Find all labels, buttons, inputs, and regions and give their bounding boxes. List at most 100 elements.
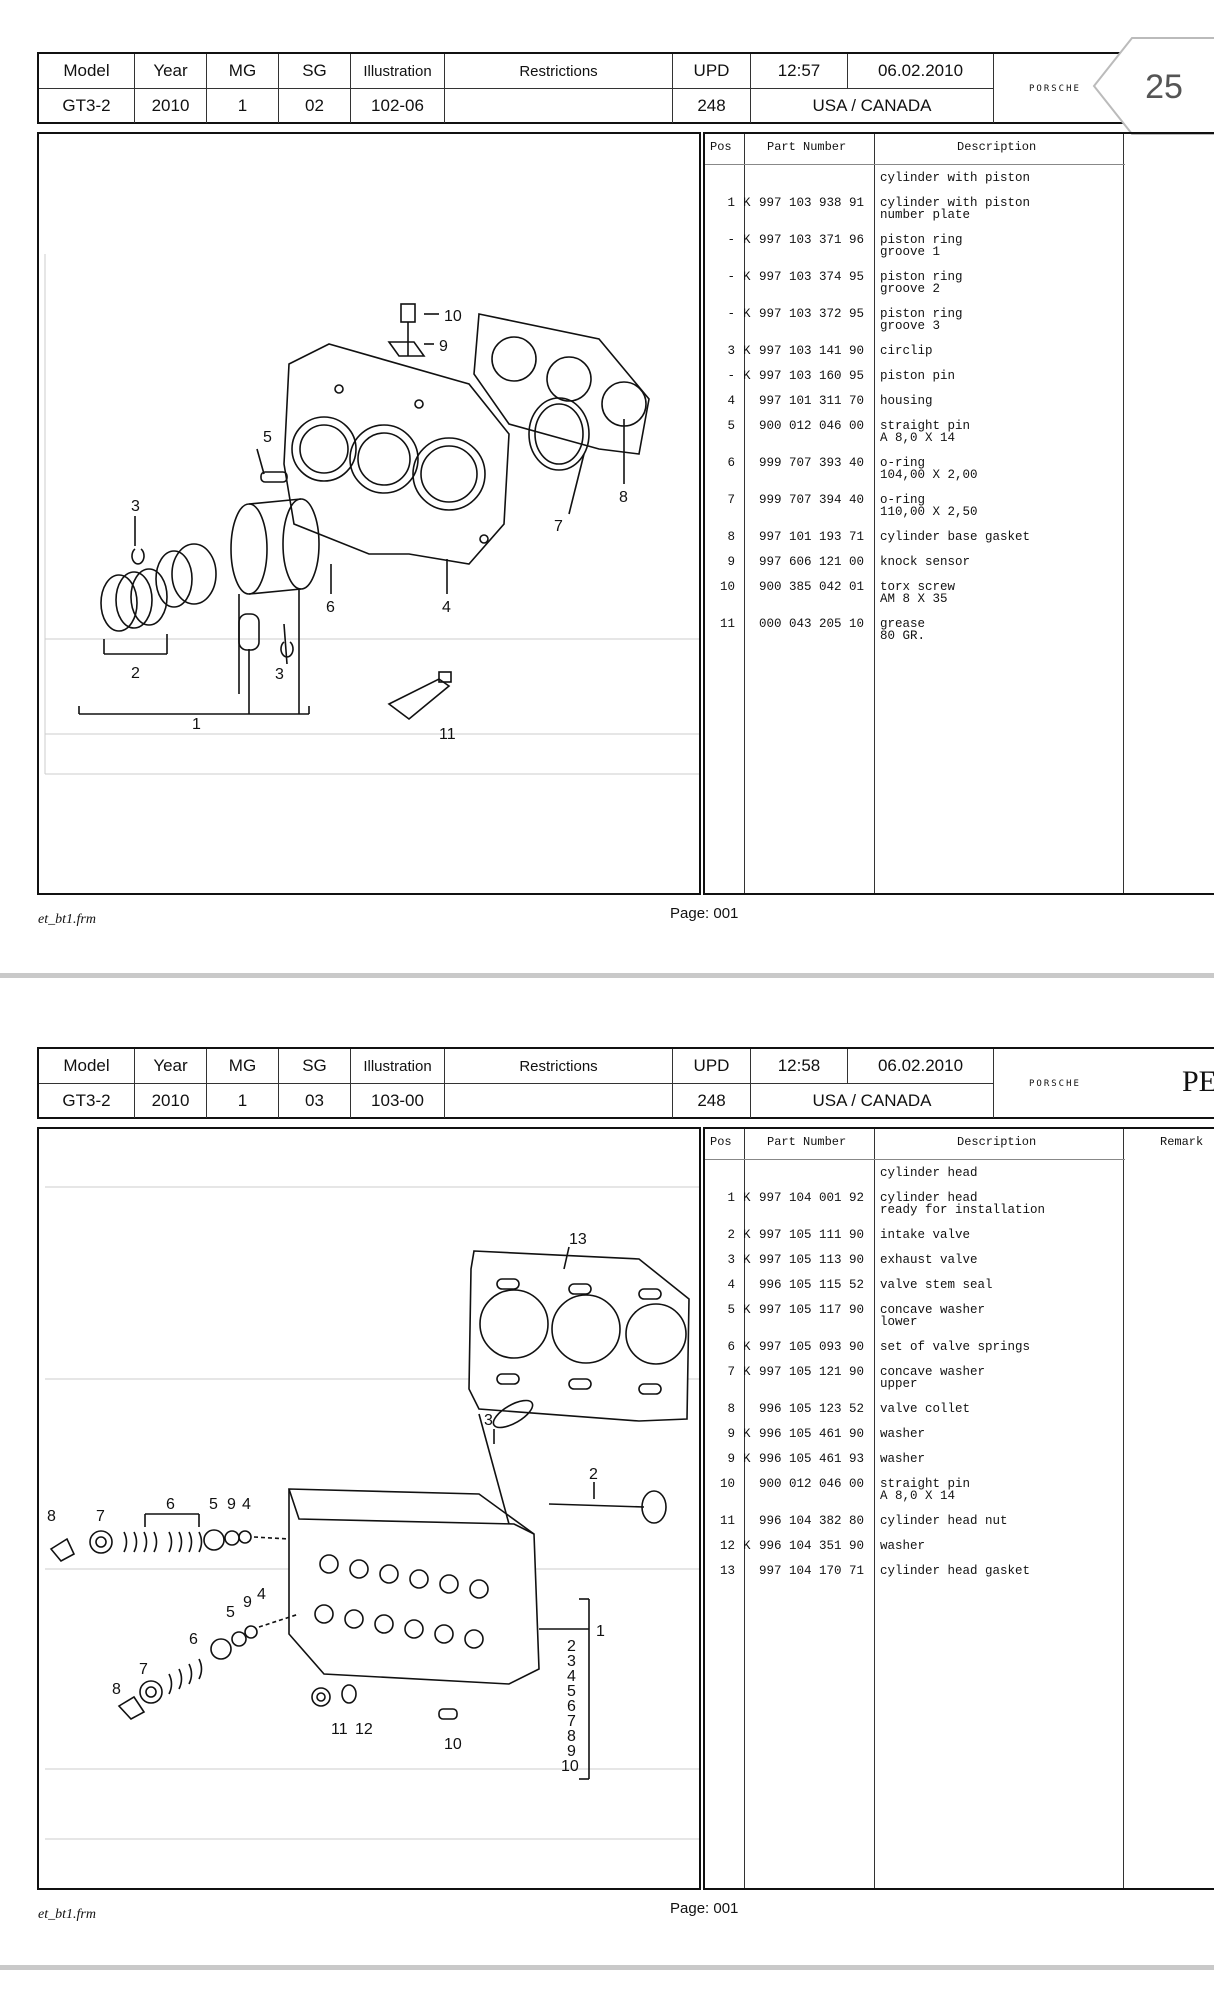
part-k-flag: K xyxy=(743,307,751,321)
part-description: cylinder head xyxy=(880,1166,978,1180)
restrictions-label: Restrictions xyxy=(445,54,673,88)
model-value: GT3-2 xyxy=(39,89,135,123)
part-number: 997 103 374 95 xyxy=(759,270,865,284)
callout-7: 7 xyxy=(96,1508,105,1525)
part-description: exhaust valve xyxy=(880,1253,978,1267)
callout-list-8: 8 xyxy=(567,1728,576,1745)
part-pos: 9 xyxy=(727,1427,735,1441)
porsche-logo: PORSCHE xyxy=(1029,1079,1081,1089)
exploded-illustration-cylinder-head: 13 3 2 8 7 6 5 9 4 5 9 4 6 7 8 11 12 10 … xyxy=(37,1127,701,1890)
part-description: piston pin xyxy=(880,369,956,383)
part-pos: 10 xyxy=(719,580,735,594)
callout-11: 11 xyxy=(331,1721,348,1738)
part-pos: 3 xyxy=(727,1253,735,1267)
footer-page: Page: 001 xyxy=(670,905,739,922)
callout-list-2: 2 xyxy=(567,1638,576,1655)
part-pos: 1 xyxy=(727,196,735,210)
callout-2: 2 xyxy=(131,665,140,682)
part-description: washer xyxy=(880,1427,926,1441)
callout-2: 2 xyxy=(589,1466,598,1483)
part-pos: 4 xyxy=(727,1278,735,1292)
callout-3: 3 xyxy=(484,1412,493,1429)
part-description: cylinder head ready for installation xyxy=(880,1191,1046,1217)
part-k-flag: K xyxy=(743,369,751,383)
part-k-flag: K xyxy=(743,344,751,358)
part-description: straight pin A 8,0 X 14 xyxy=(880,1477,971,1503)
callout-7b: 7 xyxy=(139,1661,148,1678)
part-pos: - xyxy=(727,369,735,383)
part-pos: 9 xyxy=(727,555,735,569)
part-number: 997 105 113 90 xyxy=(759,1253,865,1267)
date-value: 06.02.2010 xyxy=(848,1049,994,1083)
date-value: 06.02.2010 xyxy=(848,54,994,88)
page-tab-number: 25 xyxy=(1145,68,1183,106)
col-description: Description xyxy=(957,1135,1037,1149)
parts-list: Pos Part Number Description cylinder wit… xyxy=(703,132,1214,895)
callout-3: 3 xyxy=(131,498,140,515)
callout-4: 4 xyxy=(442,599,451,616)
part-pos: 12 xyxy=(719,1539,735,1553)
sg-label: SG xyxy=(279,54,351,88)
sheet-separator xyxy=(0,973,1214,978)
callout-8b: 8 xyxy=(112,1681,121,1698)
part-k-flag: K xyxy=(743,1452,751,1466)
sg-label: SG xyxy=(279,1049,351,1083)
callout-1: 1 xyxy=(596,1623,605,1640)
part-pos: 3 xyxy=(727,344,735,358)
upd-label: UPD xyxy=(673,54,751,88)
part-pos: 2 xyxy=(727,1228,735,1242)
part-k-flag: K xyxy=(743,1228,751,1242)
part-number: 996 105 115 52 xyxy=(759,1278,865,1292)
page-tab: 25 xyxy=(1092,37,1214,135)
part-pos: 7 xyxy=(727,1365,735,1379)
callout-5: 5 xyxy=(263,429,272,446)
illustration-label: Illustration xyxy=(351,1049,445,1083)
part-description: intake valve xyxy=(880,1228,971,1242)
callout-list-10: 10 xyxy=(561,1758,579,1775)
year-label: Year xyxy=(135,54,207,88)
part-description: cylinder head gasket xyxy=(880,1564,1031,1578)
part-pos: 1 xyxy=(727,1191,735,1205)
upd-value: 248 xyxy=(673,1084,751,1118)
time-value: 12:58 xyxy=(751,1049,848,1083)
part-description: concave washer upper xyxy=(880,1365,986,1391)
illustration-value: 103-00 xyxy=(351,1084,445,1118)
exploded-illustration-cylinder: 10 9 5 3 2 3 1 6 4 7 8 11 xyxy=(37,132,701,895)
callout-labels: 10 9 5 3 2 3 1 6 4 7 8 11 xyxy=(131,308,628,743)
upd-value: 248 xyxy=(673,89,751,123)
model-label: Model xyxy=(39,54,135,88)
part-k-flag: K xyxy=(743,1365,751,1379)
callout-9: 9 xyxy=(227,1496,236,1513)
part-description: washer xyxy=(880,1452,926,1466)
pet-label: PET xyxy=(1182,1065,1214,1098)
part-description: housing xyxy=(880,394,933,408)
part-description: piston ring groove 3 xyxy=(880,307,963,333)
part-pos: - xyxy=(727,307,735,321)
parts-list: Pos Part Number Description Remark cylin… xyxy=(703,1127,1214,1890)
part-description: cylinder with piston xyxy=(880,171,1031,185)
part-description: straight pin A 8,0 X 14 xyxy=(880,419,971,445)
callout-list-7: 7 xyxy=(567,1713,576,1730)
callout-6: 6 xyxy=(326,599,335,616)
part-k-flag: K xyxy=(743,196,751,210)
footer-file: et_bt1.frm xyxy=(38,1907,96,1922)
part-number: 997 606 121 00 xyxy=(759,555,865,569)
col-part-number: Part Number xyxy=(767,140,847,154)
part-k-flag: K xyxy=(743,1340,751,1354)
part-pos: 9 xyxy=(727,1452,735,1466)
upd-label: UPD xyxy=(673,1049,751,1083)
part-pos: 13 xyxy=(719,1564,735,1578)
part-pos: 11 xyxy=(719,1514,735,1528)
callout-3b: 3 xyxy=(275,666,284,683)
callout-10: 10 xyxy=(444,308,462,325)
sheet-header: Model GT3-2 Year 2010 MG 1 SG 03 Illustr… xyxy=(37,1047,1214,1119)
callout-5: 5 xyxy=(209,1496,218,1513)
mg-label: MG xyxy=(207,1049,279,1083)
sg-value: 02 xyxy=(279,89,351,123)
sg-value: 03 xyxy=(279,1084,351,1118)
part-description: o-ring 104,00 X 2,00 xyxy=(880,456,978,482)
callout-6b: 6 xyxy=(189,1631,198,1648)
part-number: 996 105 461 90 xyxy=(759,1427,865,1441)
part-number: 900 385 042 01 xyxy=(759,580,865,594)
restrictions-label: Restrictions xyxy=(445,1049,673,1083)
